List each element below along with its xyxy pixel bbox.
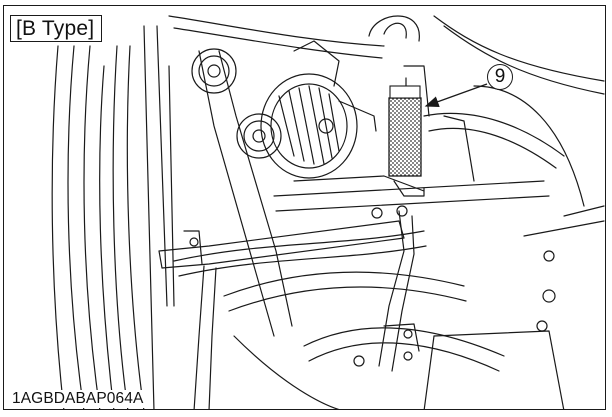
highlighted-component <box>388 97 422 177</box>
controller-bracket <box>393 77 425 197</box>
drive-belt <box>198 50 293 337</box>
lower-hoses <box>173 230 505 409</box>
radiator-frame <box>51 25 175 409</box>
type-label: [B Type] <box>10 15 102 42</box>
figure-code: 1AGBDABAP064A <box>10 390 146 408</box>
callout-leader-line <box>424 83 488 107</box>
lower-right-tank <box>353 323 565 409</box>
callout-number: 9 <box>487 64 513 90</box>
engine-illustration <box>51 15 605 409</box>
figure-frame: [B Type] 9 1AGBDABAP064A <box>3 5 606 410</box>
engine-block <box>273 65 605 332</box>
upper-hoses <box>168 15 605 169</box>
mounting-bracket <box>158 205 415 409</box>
component-top <box>389 85 421 99</box>
pulleys <box>191 48 282 159</box>
alternator <box>260 40 377 179</box>
